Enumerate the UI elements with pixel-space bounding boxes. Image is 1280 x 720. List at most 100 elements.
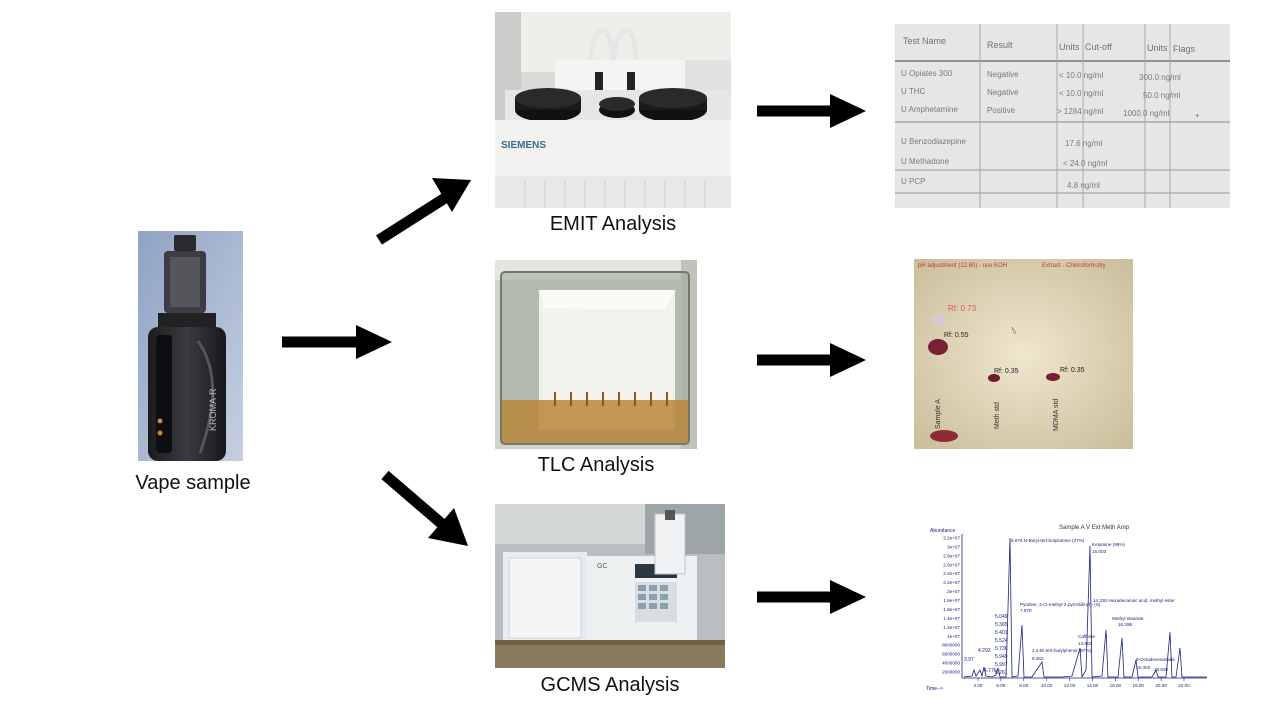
emit-instrument-photo: SIEMENS — [495, 12, 731, 208]
emit-row3-value: > 1284 ng/ml — [1057, 107, 1104, 116]
gcms-time-label-4: 5.524 — [995, 638, 1008, 644]
gcms-time-label-3: 5.401 — [995, 630, 1008, 636]
tlc-lane-label-1: Sample A — [935, 399, 942, 429]
gcms-trace — [963, 537, 1207, 679]
gcms-peak-label-9: Caffeine — [1078, 634, 1095, 639]
emit-header-2: Result — [987, 40, 1013, 50]
caption-vape: Vape sample — [135, 472, 251, 494]
arrow-emit-to-result — [757, 94, 866, 128]
emit-row4-value: 17.6 ng/ml — [1065, 139, 1103, 148]
gcms-x-tick-label: 12.00 — [1064, 683, 1076, 688]
tlc-header-left: pH adjustment (12.80) - use KOH — [918, 263, 1007, 269]
emit-row5-name: U Methadone — [901, 157, 950, 166]
emit-row1-value: < 10.0 ng/ml — [1059, 71, 1103, 80]
gcms-y-tick-label: 8000000 — [942, 643, 960, 648]
gcms-y-tick-label: 2.8e+07 — [943, 553, 960, 558]
gcms-peak-label-15: 19.938 — [1154, 667, 1168, 672]
gcms-y-tick-label: 2e+07 — [947, 589, 960, 594]
svg-text:GC: GC — [597, 563, 608, 570]
gcms-y-tick-label: 1.8e+07 — [943, 598, 960, 603]
emit-row3-result: Positive — [987, 106, 1016, 115]
gcms-x-tick-label: 4.00 — [974, 683, 983, 688]
emit-header-4: Cut-off — [1085, 42, 1112, 52]
emit-result-printout: Test Name Result Units Cut-off Units Fla… — [895, 24, 1230, 208]
gcms-time-label-5: 5.736 — [995, 646, 1008, 652]
gcms-y-tick-label: 2.2e+07 — [943, 580, 960, 585]
caption-gcms: GCMS Analysis — [540, 674, 680, 696]
gcms-peak-label-7: Methyl stearate — [1112, 616, 1144, 621]
emit-row6-name: U PCP — [901, 177, 925, 186]
gcms-time-label-2: 5.365 — [995, 622, 1008, 628]
tlc-spot-label-3: Rf: 0.35 — [994, 368, 1019, 375]
gcms-x-tick-label: 22.00 — [1178, 683, 1190, 688]
tlc-tank-photo — [495, 260, 697, 449]
gcms-time-label-8: 6.261 — [995, 670, 1008, 676]
gcms-peak-label-5: Pyridine, 3-(1-methyl-2-pyrrolidinyl)- (… — [1020, 602, 1101, 607]
tlc-result-plate: pH adjustment (12.80) - use KOH Extract … — [914, 259, 1133, 449]
gcms-peak-label-13: 9-Octadecenamide — [1136, 657, 1175, 662]
gcms-ylabel: Abundance — [930, 528, 956, 534]
emit-row1-name: U Opiates 300 — [901, 69, 953, 78]
gcms-y-tick-label: 1e+07 — [947, 634, 960, 639]
gcms-time-label-9: 4.293 — [978, 648, 991, 654]
gcms-x-tick-label: 10.00 — [1041, 683, 1053, 688]
gcms-peak-label-14: 19.303 — [1136, 665, 1150, 670]
gcms-y-tick-label: 2.4e+07 — [943, 571, 960, 576]
gcms-y-tick-label: 2.6e+07 — [943, 562, 960, 567]
gcms-y-tick-label: 1.6e+07 — [943, 607, 960, 612]
gcms-peak-label-6: 7.878 — [1020, 608, 1032, 613]
gcms-instrument-photo: GC — [495, 504, 725, 668]
emit-header-3: Units — [1059, 42, 1080, 52]
emit-row5-value: < 24.0 ng/ml — [1063, 159, 1107, 168]
arrow-gcms-to-result — [757, 580, 866, 614]
emit-row2-value: < 10.0 ng/ml — [1059, 89, 1103, 98]
emit-row2-result: Negative — [987, 88, 1019, 97]
gcms-y-tick-label: 3.2e+07 — [943, 536, 960, 541]
gcms-title: Sample A V Ext Meth Amp — [1059, 525, 1130, 531]
arrow-vape-to-tlc — [282, 325, 392, 359]
gcms-x-tick-label: 18.00 — [1132, 683, 1144, 688]
emit-row3-flag: + — [1195, 111, 1200, 120]
tlc-lane-label-2: Meth std — [994, 402, 1001, 429]
gcms-peak-label-3: 15.003 — [1092, 549, 1106, 554]
emit-row6-value: 4.8 ng/ml — [1067, 181, 1100, 190]
emit-header-5: Units — [1147, 43, 1168, 53]
gcms-time-label-6: 5.949 — [995, 654, 1008, 660]
gcms-xlabel: Time--> — [926, 686, 943, 692]
arrow-vape-to-gcms — [381, 470, 468, 546]
emit-row2-cutoff: 50.0 ng/ml — [1143, 91, 1181, 100]
gcms-y-tick-label: 1.2e+07 — [943, 625, 960, 630]
emit-header-6: Flags — [1173, 44, 1196, 54]
emit-row1-result: Negative — [987, 70, 1019, 79]
gcms-peak-label-12: 9.462 — [1032, 656, 1044, 661]
gcms-x-tick-label: 6.00 — [996, 683, 1005, 688]
gcms-x-tick-label: 8.00 — [1019, 683, 1028, 688]
caption-tlc: TLC Analysis — [537, 454, 655, 476]
gcms-chromatogram: Sample A V Ext Meth Amp Abundance Time--… — [922, 520, 1212, 695]
emit-row1-cutoff: 300.0 ng/ml — [1139, 73, 1181, 82]
tlc-spot-label-2: Rf: 0.55 — [944, 332, 969, 339]
gcms-y-tick-label: 6000000 — [942, 652, 960, 657]
emit-header-1: Test Name — [903, 36, 946, 46]
tlc-spot-label-1: Rf: 0.73 — [948, 304, 977, 313]
tlc-lane-label-3: MDMA std — [1053, 399, 1060, 431]
emit-row3-cutoff: 1000.0 ng/ml — [1123, 109, 1169, 118]
gcms-y-tick-label: 3e+07 — [947, 544, 960, 549]
gcms-peak-label-4: 14.330 Hexadecanoic acid, methyl ester — [1093, 598, 1175, 603]
tlc-spot-label-4: Rf: 0.35 — [1060, 367, 1085, 374]
caption-emit: EMIT Analysis — [549, 213, 677, 235]
tlc-header-right: Extract - Chloroform:dry — [1042, 263, 1106, 269]
gcms-peak-label-10: 13.601 — [1078, 641, 1092, 646]
gcms-peak-label-8: 16.295 — [1118, 622, 1132, 627]
gcms-time-label-7: 5.997 — [995, 662, 1008, 668]
gcms-x-tick-label: 16.00 — [1110, 683, 1122, 688]
gcms-peak-label-11: 2,4-Di-tert-butylphenol (97%) — [1032, 648, 1091, 653]
gcms-y-tick-label: 2000000 — [942, 670, 960, 675]
gcms-x-tick-label: 20.00 — [1155, 683, 1167, 688]
gcms-y-tick-label: 1.4e+07 — [943, 616, 960, 621]
vape-photo: KROMA-R — [138, 231, 243, 461]
arrow-tlc-to-result — [757, 343, 866, 377]
gcms-time-label-1: 5.049 — [995, 614, 1008, 620]
emit-row3-name: U Amphetamine — [901, 105, 958, 114]
gcms-time-label-11: 4.776 — [984, 668, 997, 674]
